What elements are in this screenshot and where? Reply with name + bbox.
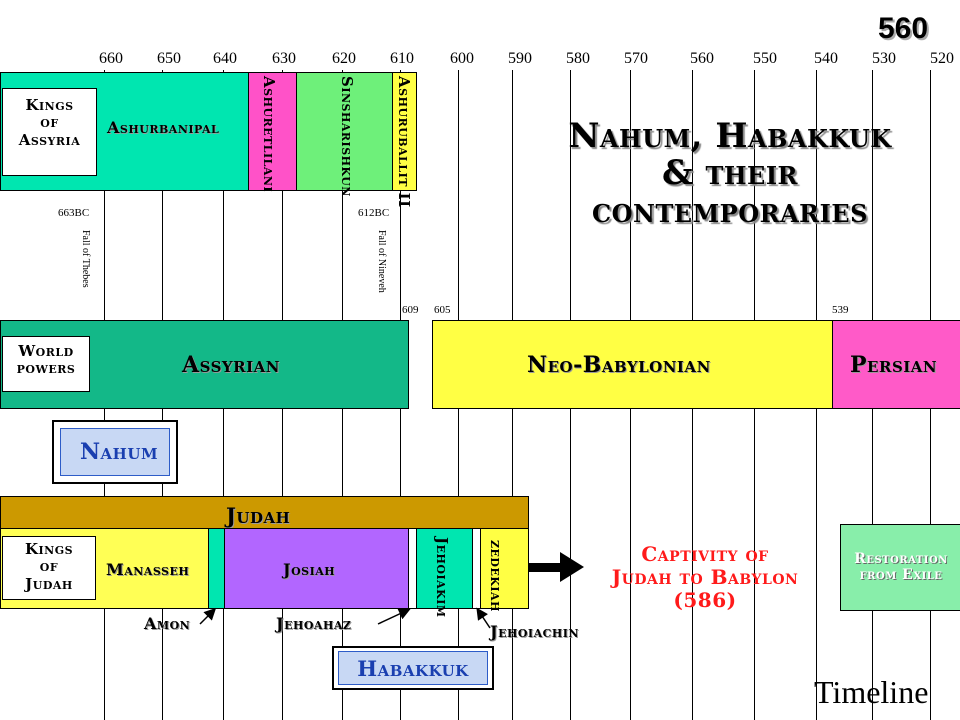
neo-babylonian-bar [432, 320, 833, 409]
captivity-line1: Captivity of [641, 542, 769, 566]
year-tick-label: 550 [753, 50, 777, 67]
assyria-box-line3: Assyria [18, 130, 81, 149]
restoration-line1: Restoration [854, 551, 948, 567]
nahum-label: Nahum [60, 428, 170, 476]
jehoiachin-pointer [476, 607, 491, 629]
year-tick-label: 590 [508, 50, 532, 67]
neo-babylonian-label: Neo-Babylonian [527, 352, 711, 378]
year-tick-label: 660 [99, 50, 123, 67]
year-tick-label: 530 [872, 50, 896, 67]
judah-box-line2: of [39, 557, 59, 576]
captivity-line2: Judah to Babylon [611, 565, 799, 589]
judah-header-label: Judah [226, 503, 291, 528]
year-tick-label: 620 [332, 50, 356, 67]
date-609: 609 [402, 304, 419, 316]
year-tick-label: 520 [930, 50, 954, 67]
ashuruballit-bar [392, 72, 417, 191]
year-tick-label: 650 [157, 50, 181, 67]
nahum-box: Nahum [52, 420, 178, 484]
fall-of-thebes-note: Fall of Thebes [80, 230, 91, 288]
judah-box-line1: Kings [24, 540, 74, 558]
habakkuk-box: Habakkuk [332, 646, 494, 690]
assyria-box-line1: Kings [25, 96, 74, 114]
title-line3: contemporaries [592, 190, 868, 231]
amon-pointer [199, 607, 217, 625]
year-tick-label: 570 [624, 50, 648, 67]
jehoahaz-pointer [377, 608, 411, 625]
captivity-line3: (586) [673, 588, 737, 612]
persian-label: Persian [850, 352, 938, 378]
year-tick-label: 610 [390, 50, 414, 67]
page-title: Nahum, Habakkuk & their contemporaries [520, 116, 940, 231]
habakkuk-label: Habakkuk [338, 651, 488, 685]
date-612bc: 612BC [358, 207, 390, 219]
year-tick-label: 560 [690, 50, 714, 67]
kings-of-assyria-box: Kings of Assyria [2, 88, 97, 176]
year-tick-label: 540 [814, 50, 838, 67]
assyria-box-line2: of [40, 113, 59, 132]
judah-box-line3: Judah [25, 574, 73, 593]
persian-bar [832, 320, 960, 409]
sinsharishkun-bar [296, 72, 393, 191]
zedekiah-label: zedekiah [487, 540, 505, 612]
manasseh-label: Manasseh [106, 560, 190, 579]
ashuretlilani-label: Ashuretlilani [260, 76, 278, 193]
ashurbanipal-label: Ashurbanipal [107, 118, 220, 137]
zedekiah-bar [480, 528, 529, 609]
ashuruballit-label: Ashuruballit II [395, 76, 413, 208]
restoration-box: Restoration from Exile [840, 524, 960, 611]
jehoahaz-label: Jehoahaz [276, 614, 352, 633]
captivity-text: Captivity of Judah to Babylon (586) [590, 543, 820, 612]
timeline-footer: Timeline [814, 674, 929, 710]
year-tick-label: 640 [213, 50, 237, 67]
corner-year: 560 [878, 12, 929, 45]
sinsharishkun-label: Sinsharishkun [338, 76, 356, 197]
josiah-label: Josiah [283, 560, 336, 579]
assyrian-label: Assyrian [182, 352, 280, 378]
kings-of-judah-box: Kings of Judah [2, 536, 96, 600]
jehoiakim-label: Jehoiakim [433, 537, 451, 618]
fall-of-nineveh-note: Fall of Nineveh [376, 230, 387, 293]
world-box-line1: World [18, 342, 74, 360]
date-663bc: 663BC [58, 207, 90, 219]
jehoiachin-label: Jehoiachin [490, 622, 579, 641]
amon-label: Amon [144, 614, 191, 633]
year-tick-label: 600 [450, 50, 474, 67]
year-tick-label: 580 [566, 50, 590, 67]
year-tick-label: 630 [272, 50, 296, 67]
world-powers-box: World powers [2, 336, 90, 392]
title-line2: & their [661, 153, 799, 194]
date-605: 605 [434, 304, 451, 316]
title-line1: Nahum, Habakkuk [568, 116, 892, 156]
world-box-line2: powers [16, 359, 76, 378]
restoration-line2: from Exile [859, 567, 943, 583]
date-539: 539 [832, 304, 849, 316]
captivity-arrow-icon [528, 552, 584, 582]
